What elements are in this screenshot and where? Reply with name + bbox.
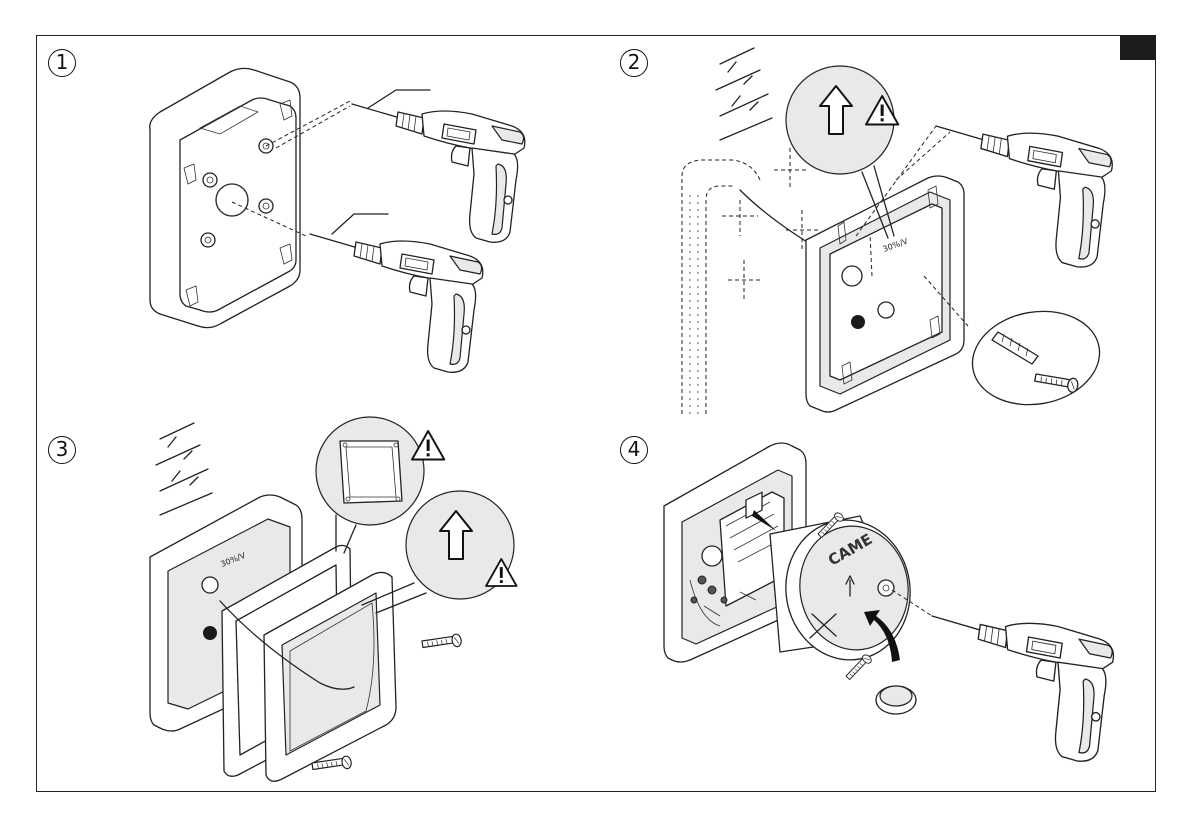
step-3-illustration: 30%/V — [140, 415, 560, 800]
step-1-number: 1 — [48, 49, 76, 77]
step-4-number: 4 — [620, 436, 648, 464]
step-2-illustration: 30%/V — [660, 40, 1140, 420]
step-1-illustration — [140, 60, 560, 400]
step-4-illustration: CAME — [660, 430, 1140, 800]
step-3-number: 3 — [48, 436, 76, 464]
step-2-number: 2 — [620, 49, 648, 77]
